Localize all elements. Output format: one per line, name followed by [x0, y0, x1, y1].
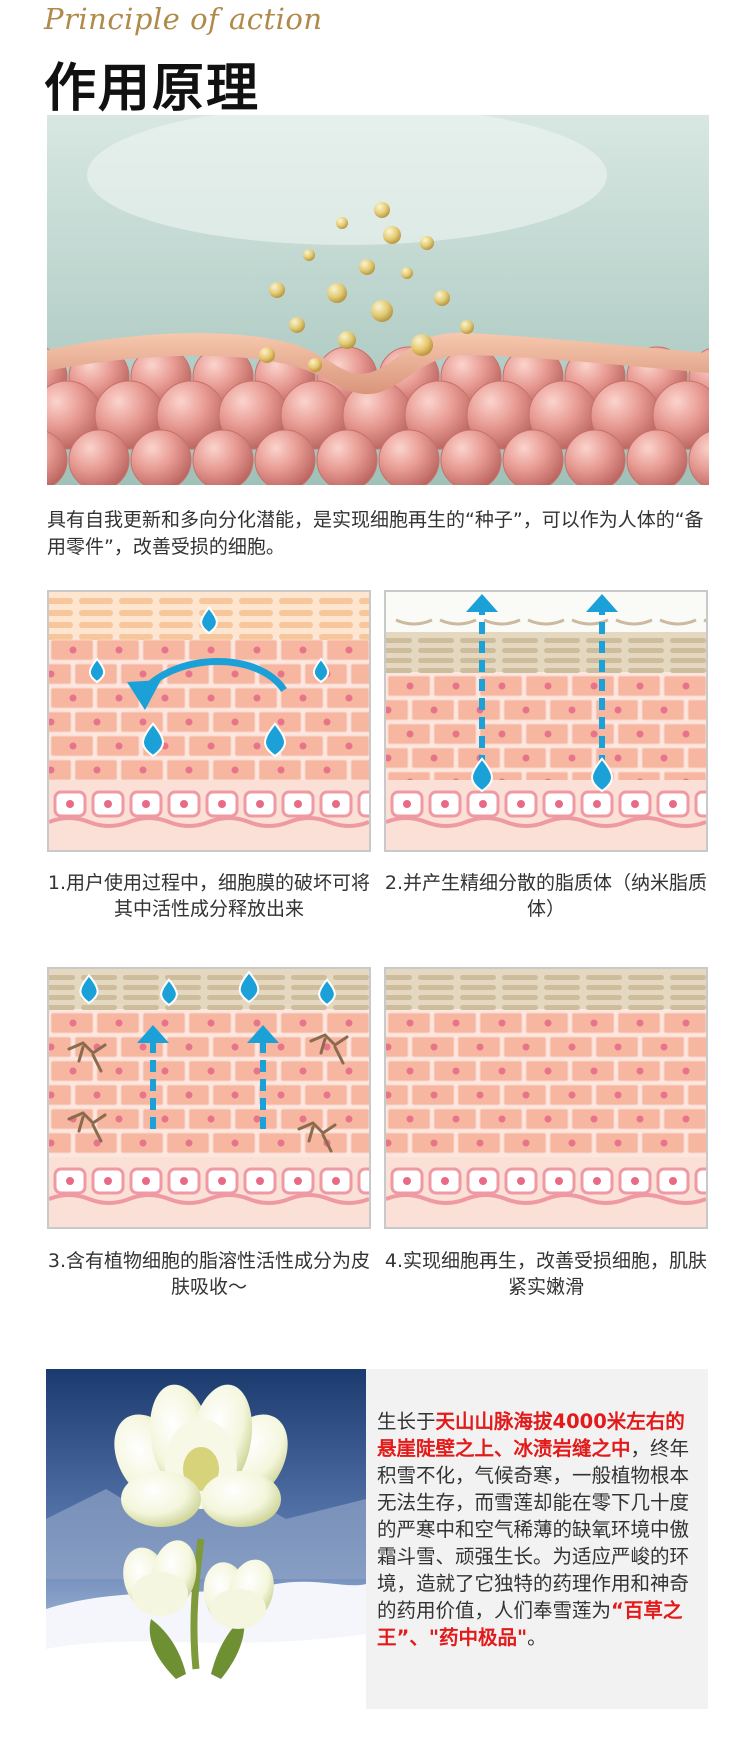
story-panel [366, 1369, 708, 1709]
droplet-icon [318, 978, 336, 1007]
oil-droplet [336, 217, 348, 229]
story-text: 生长于 [377, 1410, 436, 1433]
crack-icon [309, 1033, 349, 1065]
story-text: ，终年积雪不化，气候奇寒，一般植物根本无法生存，而雪莲却能在零下几十度的严寒中和… [377, 1437, 690, 1622]
step-2-caption: 2.并产生精细分散的脂质体（纳米脂质体） [384, 872, 708, 920]
story-highlight-title: “百草之王”、"药中极品" [377, 1599, 683, 1649]
step-2-illustration [384, 590, 708, 852]
snow-lotus-description: 生长于天山山脉海拔4000米左右的悬崖陡壁之上、冰渍岩缝之中，终年积雪不化，气候… [377, 1408, 699, 1651]
oil-droplet [383, 226, 401, 244]
droplet-icon [142, 722, 164, 758]
skin-cell [68, 429, 130, 485]
droplet-icon [160, 978, 178, 1007]
oil-droplet [327, 283, 347, 303]
section-subtitle: Principle of action [44, 2, 323, 36]
skin-cell [564, 429, 626, 485]
skin-cell [192, 429, 254, 485]
oil-droplet [289, 317, 305, 333]
oil-droplet [308, 358, 322, 372]
oil-droplet [460, 320, 474, 334]
oil-droplet [411, 334, 433, 356]
step-1-illustration [47, 590, 371, 852]
step-1-caption: 1.用户使用过程中，细胞膜的破坏可将其中活性成分释放出来 [47, 872, 371, 920]
story-highlight-location: 天山山脉海拔4000米左右的悬崖陡壁之上、冰渍岩缝之中 [377, 1410, 685, 1460]
skin-cell [316, 429, 378, 485]
oil-droplet [359, 259, 375, 275]
droplet-icon [238, 970, 260, 1004]
droplet-icon [79, 973, 99, 1005]
oil-droplet [401, 267, 413, 279]
crack-icon [67, 1041, 107, 1073]
droplet-icon [591, 757, 613, 793]
skin-cell [440, 429, 502, 485]
oil-droplet [371, 300, 393, 322]
skin-cell [502, 429, 564, 485]
droplet-icon [264, 722, 286, 758]
step-3-illustration [47, 967, 371, 1229]
story-text: 。 [527, 1626, 547, 1649]
oil-droplet [338, 331, 356, 349]
skin-cell [688, 431, 709, 485]
curved-arrow-icon [141, 658, 287, 693]
step-4-caption: 4.实现细胞再生，改善受损细胞，肌肤紧实嫩滑 [384, 1250, 708, 1298]
section-title: 作用原理 [44, 59, 261, 119]
skin-cell [626, 429, 688, 485]
oil-droplet [434, 290, 450, 306]
skin-cell [254, 429, 316, 485]
droplet-icon [471, 757, 493, 793]
oil-droplet [303, 249, 315, 261]
step-3-caption: 3.含有植物细胞的脂溶性活性成分为皮肤吸收～ [47, 1250, 371, 1298]
skin-cell [47, 431, 68, 485]
crack-icon [67, 1111, 107, 1143]
skin-cell [130, 429, 192, 485]
oil-droplet [269, 282, 285, 298]
skin-cell [378, 429, 440, 485]
intro-text: 具有自我更新和多向分化潜能，是实现细胞再生的“种子”，可以作为人体的“备用零件”… [47, 509, 704, 558]
droplet-icon [312, 657, 330, 684]
snow-lotus-photo [46, 1369, 366, 1709]
oil-droplet [420, 236, 434, 250]
oil-droplet [259, 347, 275, 363]
crack-icon [297, 1121, 337, 1153]
droplet-icon [200, 606, 218, 635]
oil-droplet [374, 202, 390, 218]
hero-illustration [47, 115, 709, 485]
step-4-illustration [384, 967, 708, 1229]
droplet-icon [88, 657, 106, 684]
